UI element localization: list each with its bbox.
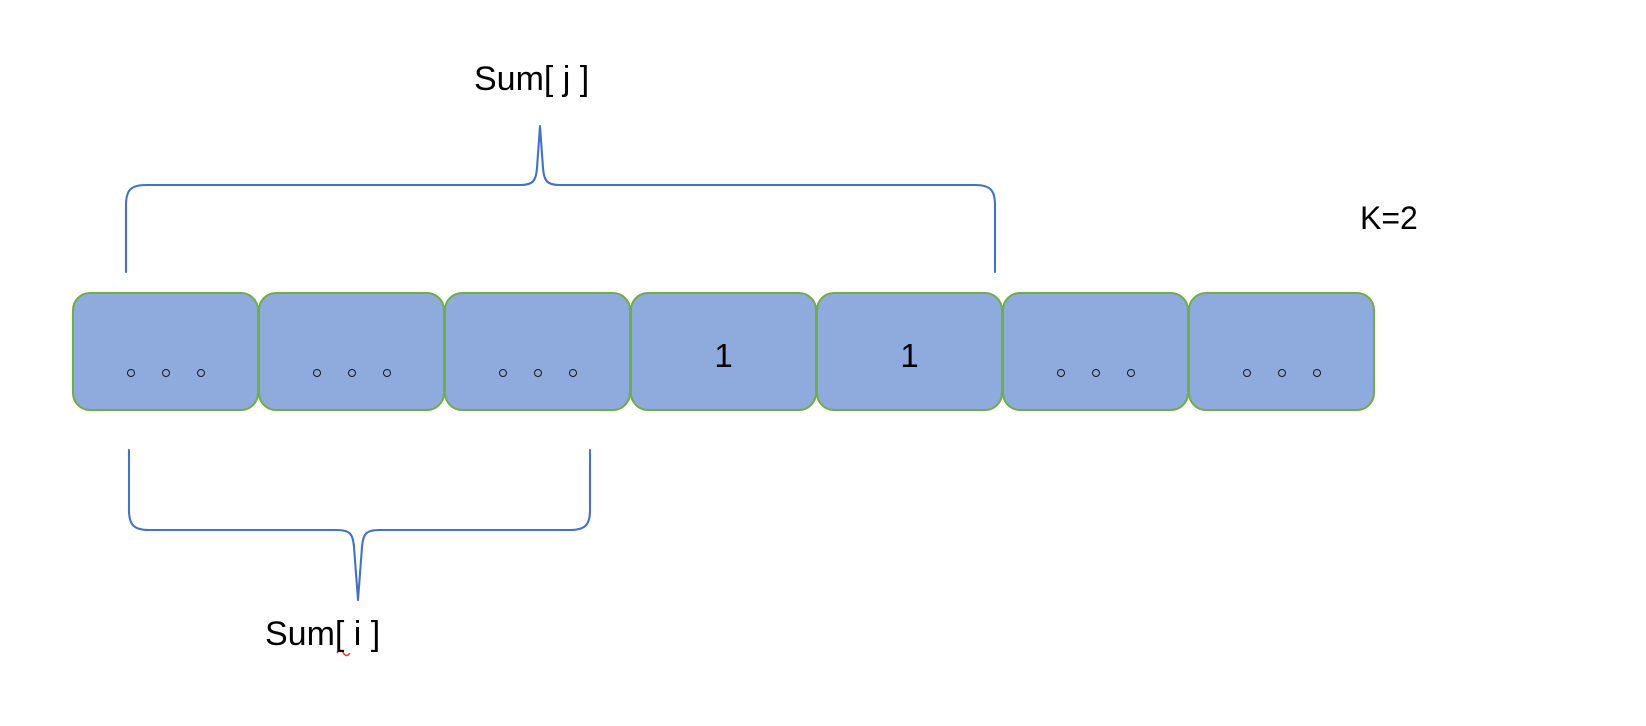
ellipsis-dot-icon: [312, 368, 321, 377]
bottom-brace-label: Sum[ i ]: [265, 615, 381, 653]
ellipsis-icon: [126, 368, 205, 377]
ellipsis-dot-icon: [1126, 368, 1135, 377]
ellipsis-dot-icon: [347, 368, 356, 377]
array-cell[interactable]: 1: [630, 292, 817, 411]
top-brace: [124, 124, 997, 274]
array-cell-value: 1: [714, 337, 733, 374]
ellipsis-dot-icon: [196, 368, 205, 377]
ellipsis-icon: [312, 368, 391, 377]
ellipsis-dot-icon: [161, 368, 170, 377]
ellipsis-dot-icon: [1312, 368, 1321, 377]
ellipsis-icon: [1242, 368, 1321, 377]
bottom-brace: [127, 448, 592, 602]
array-cell[interactable]: [1002, 292, 1189, 411]
array-cell[interactable]: [258, 292, 445, 411]
ellipsis-dot-icon: [126, 368, 135, 377]
ellipsis-dot-icon: [1242, 368, 1251, 377]
array-cell[interactable]: [72, 292, 259, 411]
array-cell[interactable]: [444, 292, 631, 411]
ellipsis-icon: [498, 368, 577, 377]
k-value-label: K=2: [1360, 200, 1418, 236]
ellipsis-dot-icon: [533, 368, 542, 377]
ellipsis-dot-icon: [382, 368, 391, 377]
array-cell[interactable]: [1188, 292, 1375, 411]
ellipsis-dot-icon: [1277, 368, 1286, 377]
ellipsis-dot-icon: [568, 368, 577, 377]
top-brace-label: Sum[ j ]: [474, 60, 590, 98]
array-cell-value: 1: [900, 337, 919, 374]
ellipsis-icon: [1056, 368, 1135, 377]
array-row: 1 1: [72, 292, 1375, 411]
spellcheck-squiggle-icon: [336, 649, 351, 657]
ellipsis-dot-icon: [1091, 368, 1100, 377]
ellipsis-dot-icon: [1056, 368, 1065, 377]
ellipsis-dot-icon: [498, 368, 507, 377]
array-cell[interactable]: 1: [816, 292, 1003, 411]
